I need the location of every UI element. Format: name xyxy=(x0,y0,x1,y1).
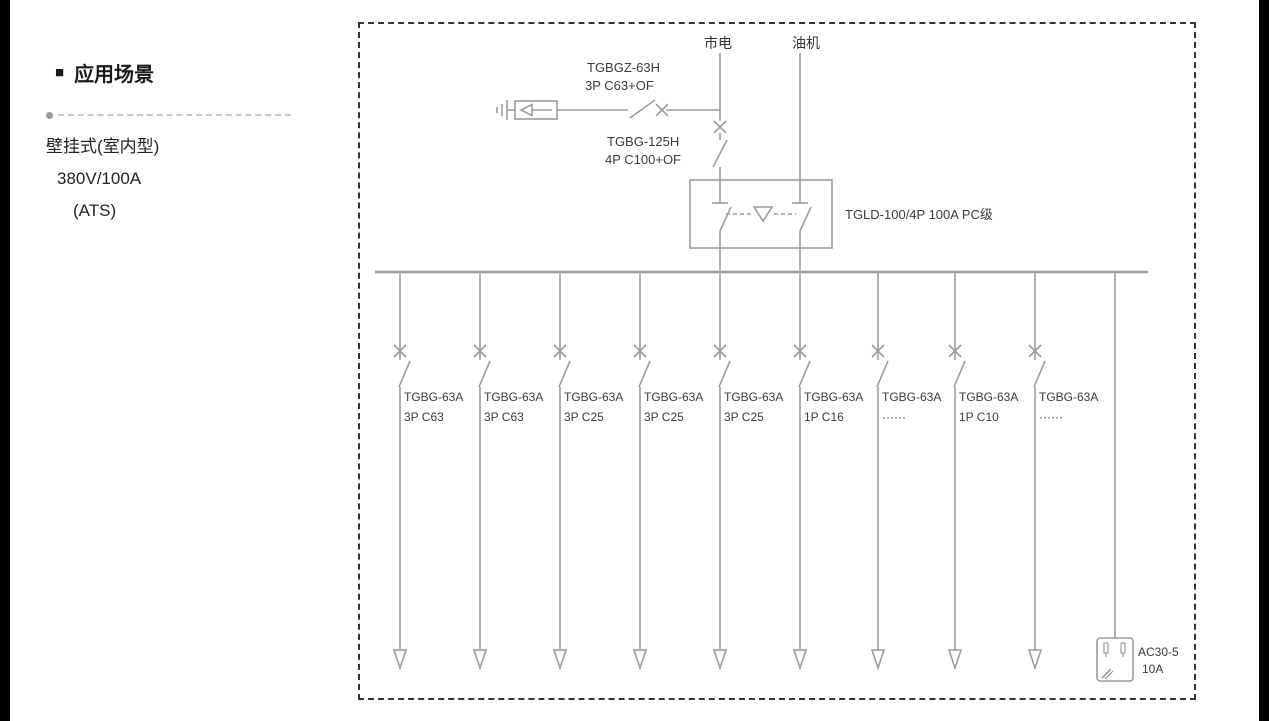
feeder-branch xyxy=(473,271,491,669)
generator-label: 油机 xyxy=(792,35,820,51)
feeder-branch xyxy=(1028,271,1046,669)
feeder-spec-label: 3P C63 xyxy=(404,410,444,424)
feeder-model-label: TGBG-63A xyxy=(644,390,703,404)
ats-right-contact-icon xyxy=(799,206,812,232)
section-heading: ■ 应用场景 xyxy=(46,58,291,87)
feeder-spec-label: ······ xyxy=(882,410,906,424)
diagram-dashed-border xyxy=(358,22,1196,700)
screen-edge-left xyxy=(0,0,10,721)
feeder-branch xyxy=(393,271,411,669)
dashed-divider xyxy=(46,111,291,119)
main-breaker: TGBG-125H 4P C100+OF xyxy=(605,120,728,180)
mount-type-text: 壁挂式(室内型) xyxy=(46,137,160,156)
feeder-model-label: TGBG-63A xyxy=(724,390,783,404)
surge-arrester-icon xyxy=(514,100,558,120)
ground-icon xyxy=(496,100,515,120)
ats-transfer-switch: TGLD-100/4P 100A PC级 xyxy=(689,179,993,272)
ats-interlock-triangle-icon xyxy=(752,206,774,223)
ats-label: TGLD-100/4P 100A PC级 xyxy=(845,207,993,222)
rating-text: 380V/100A xyxy=(57,169,142,188)
feeder-model-label: TGBG-63A xyxy=(1039,390,1098,404)
feeder-spec-label: 3P C25 xyxy=(644,410,684,424)
mains-label: 市电 xyxy=(704,35,732,51)
divider-dot-icon xyxy=(46,111,53,119)
spd-spec-label: 3P C63+OF xyxy=(585,78,654,93)
feeder-spec-label: ······ xyxy=(1039,410,1063,424)
generator-source-line: 油机 xyxy=(792,35,820,180)
feeder-spec-label: 3P C25 xyxy=(564,410,604,424)
ats-text: (ATS) xyxy=(73,201,117,220)
ats-left-contact-icon xyxy=(719,206,732,232)
application-scenario-panel: ■ 应用场景 壁挂式(室内型) 380V/100A (ATS) xyxy=(46,58,291,227)
section-heading-text: 应用场景 xyxy=(74,64,155,86)
feeder-spec-label: 1P C10 xyxy=(959,410,999,424)
feeder-model-label: TGBG-63A xyxy=(564,390,623,404)
square-bullet-icon: ■ xyxy=(55,64,65,81)
feeder-branch xyxy=(553,271,571,669)
feeder-spec-label: 3P C25 xyxy=(724,410,764,424)
feeder-branches: TGBG-63A 3P C63 TGBG-63A 3P C63 TGBG-63A… xyxy=(393,271,1098,669)
feeder-model-label: TGBG-63A xyxy=(404,390,463,404)
divider-dashes xyxy=(58,114,291,116)
spd-breaker-switch-icon xyxy=(629,99,656,119)
feeder-branch xyxy=(633,271,651,669)
socket-branch: AC30-5 10A xyxy=(1096,272,1179,682)
mains-source-line: 市电 xyxy=(704,35,732,121)
ats-box xyxy=(689,179,833,249)
feeder-spec-label: 1P C16 xyxy=(804,410,844,424)
feeder-model-label: TGBG-63A xyxy=(882,390,941,404)
feeder-branch xyxy=(713,271,731,669)
socket-model-label: AC30-5 xyxy=(1138,645,1179,659)
spd-branch: TGBGZ-63H 3P C63+OF xyxy=(496,60,720,120)
scenario-details: 壁挂式(室内型) 380V/100A (ATS) xyxy=(46,131,291,227)
feeder-model-label: TGBG-63A xyxy=(804,390,863,404)
main-breaker-model-label: TGBG-125H xyxy=(607,134,679,149)
feeder-spec-label: 3P C63 xyxy=(484,410,524,424)
feeder-branch xyxy=(871,271,889,669)
screen-edge-right xyxy=(1259,0,1269,721)
main-breaker-switch-icon xyxy=(712,139,728,168)
main-breaker-spec-label: 4P C100+OF xyxy=(605,152,681,167)
feeder-model-label: TGBG-63A xyxy=(959,390,1018,404)
spd-model-label: TGBGZ-63H xyxy=(587,60,660,75)
feeder-branch xyxy=(948,271,966,669)
feeder-model-label: TGBG-63A xyxy=(484,390,543,404)
socket-rating-label: 10A xyxy=(1142,662,1163,676)
socket-icon xyxy=(1096,637,1134,682)
feeder-branch xyxy=(793,271,811,669)
